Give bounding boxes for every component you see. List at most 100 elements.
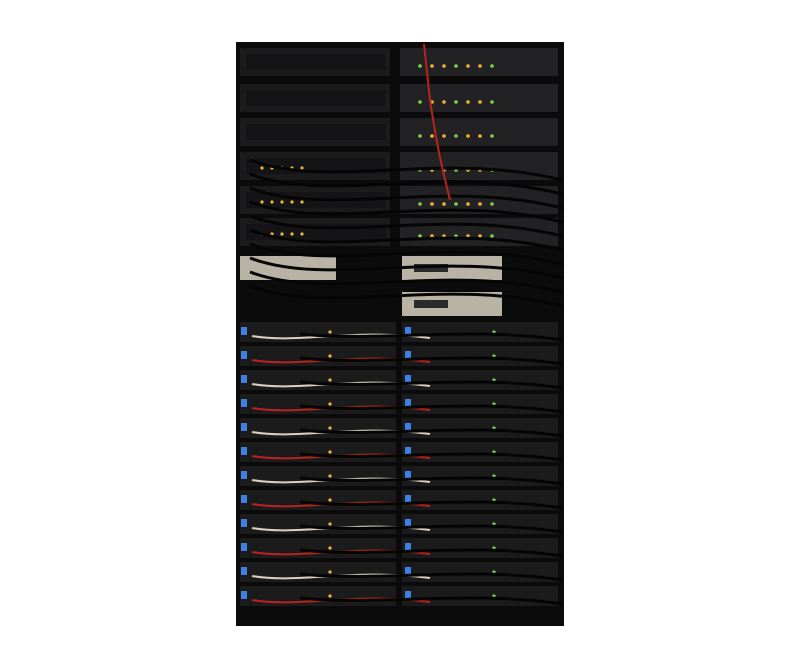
blank-panel [246,158,386,174]
blue-port [405,471,411,479]
line-card-right [402,514,558,534]
status-led [328,354,332,358]
status-led [478,100,482,104]
line-card-left [240,394,396,414]
line-card-right [402,562,558,582]
cable [299,380,563,390]
chassis-right [400,118,558,146]
line-card-right [402,466,558,486]
status-led [280,232,284,236]
cable [299,476,563,486]
status-led [478,64,482,68]
cable-bundle [249,43,563,606]
status-led [300,200,304,204]
line-card-left [240,466,396,486]
status-led [478,202,482,206]
status-led [430,202,434,206]
blue-port [241,351,247,359]
line-card-left [240,370,396,390]
status-led [478,234,482,238]
status-led [328,378,332,382]
status-led [418,234,422,238]
blank-panel [246,124,386,140]
blue-port [405,447,411,455]
line-card-right [402,346,558,366]
status-led [328,570,332,574]
blue-port [241,543,247,551]
status-led [260,166,264,170]
status-led [260,200,264,204]
status-led [454,64,458,68]
line-card-right [402,490,558,510]
blank-panel [246,90,386,106]
cable [249,200,563,224]
status-led [466,64,470,68]
blue-port [405,327,411,335]
cable [299,356,563,366]
status-led [466,134,470,138]
cable [249,158,563,182]
status-led [490,234,494,238]
cable [249,172,563,196]
status-led [418,134,422,138]
cable [299,524,563,534]
line-card-left [240,538,396,558]
line-card-left [240,346,396,366]
blue-port [241,471,247,479]
status-led [328,546,332,550]
status-led [328,474,332,478]
status-led [418,100,422,104]
cable [299,404,563,414]
line-card-left [240,586,396,606]
line-card-left [240,490,396,510]
status-led [418,202,422,206]
status-led [490,134,494,138]
status-led [490,202,494,206]
status-led [300,166,304,170]
cable [299,572,563,582]
status-led [454,202,458,206]
line-card-right [402,322,558,342]
blue-port [241,519,247,527]
blue-port [405,519,411,527]
chassis-right [400,48,558,76]
status-led [478,134,482,138]
line-card-right [402,394,558,414]
blue-port [405,399,411,407]
status-led [290,200,294,204]
status-led [490,64,494,68]
blue-port [405,423,411,431]
status-led [328,402,332,406]
status-led [328,450,332,454]
blue-port [241,495,247,503]
connector [414,300,448,308]
line-card-right [402,586,558,606]
cable [249,242,563,266]
status-led [442,134,446,138]
status-led [328,498,332,502]
blue-port [241,567,247,575]
blue-port [405,543,411,551]
line-card-left [240,562,396,582]
cable [299,332,563,342]
cable [299,452,563,462]
status-led [430,234,434,238]
blue-port [241,447,247,455]
cable [249,186,563,210]
status-led [442,64,446,68]
cable [299,500,563,510]
blue-port [241,375,247,383]
status-led [430,64,434,68]
blue-port [241,327,247,335]
status-led [466,202,470,206]
line-card-right [402,442,558,462]
blue-port [405,375,411,383]
line-card-right [402,538,558,558]
blue-port [405,495,411,503]
chassis-right [400,84,558,112]
line-card-left [240,418,396,438]
cable [249,214,563,238]
line-card-right [402,370,558,390]
status-led [430,134,434,138]
